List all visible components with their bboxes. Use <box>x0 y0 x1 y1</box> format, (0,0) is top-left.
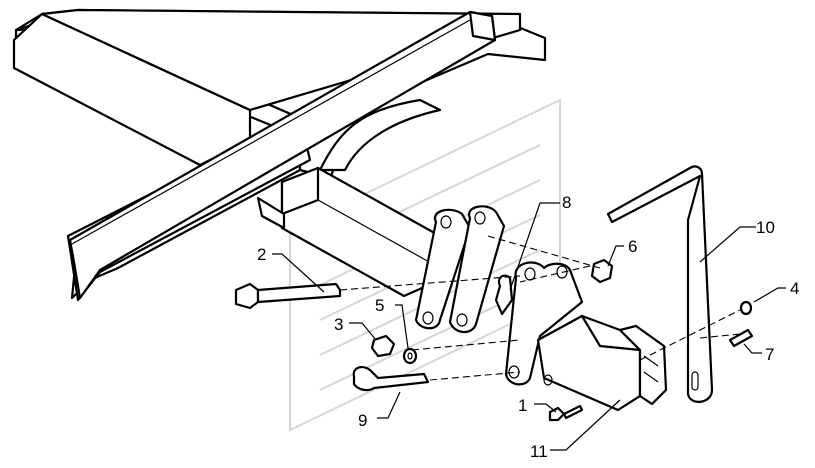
callout-11: 11 <box>530 442 548 461</box>
callout-4: 4 <box>790 279 799 298</box>
mount-block <box>256 166 442 298</box>
callout-6: 6 <box>628 237 637 256</box>
handle-rod <box>606 165 714 403</box>
callout-10: 10 <box>756 218 775 237</box>
cross-beam <box>12 8 522 300</box>
callout-3: 3 <box>334 315 343 334</box>
washer-4 <box>739 300 753 316</box>
long-bolt <box>234 282 342 310</box>
callout-7: 7 <box>765 345 774 364</box>
washer-5 <box>402 347 418 365</box>
spring-pin-7 <box>728 328 754 348</box>
callout-8: 8 <box>562 193 571 212</box>
link-plates <box>414 205 514 334</box>
callout-9: 9 <box>358 411 367 430</box>
nut-6 <box>590 258 614 284</box>
callout-2: 2 <box>257 245 266 264</box>
pin <box>352 366 430 392</box>
leader-lines <box>272 202 786 451</box>
assembly-lines <box>339 235 741 381</box>
coupling-bracket <box>504 261 668 412</box>
callout-labels: 1 2 3 4 5 6 7 8 9 10 11 <box>257 193 799 461</box>
callout-1: 1 <box>518 396 527 415</box>
bolt-1 <box>548 404 584 422</box>
nut-3 <box>370 334 396 358</box>
callout-5: 5 <box>375 296 384 315</box>
